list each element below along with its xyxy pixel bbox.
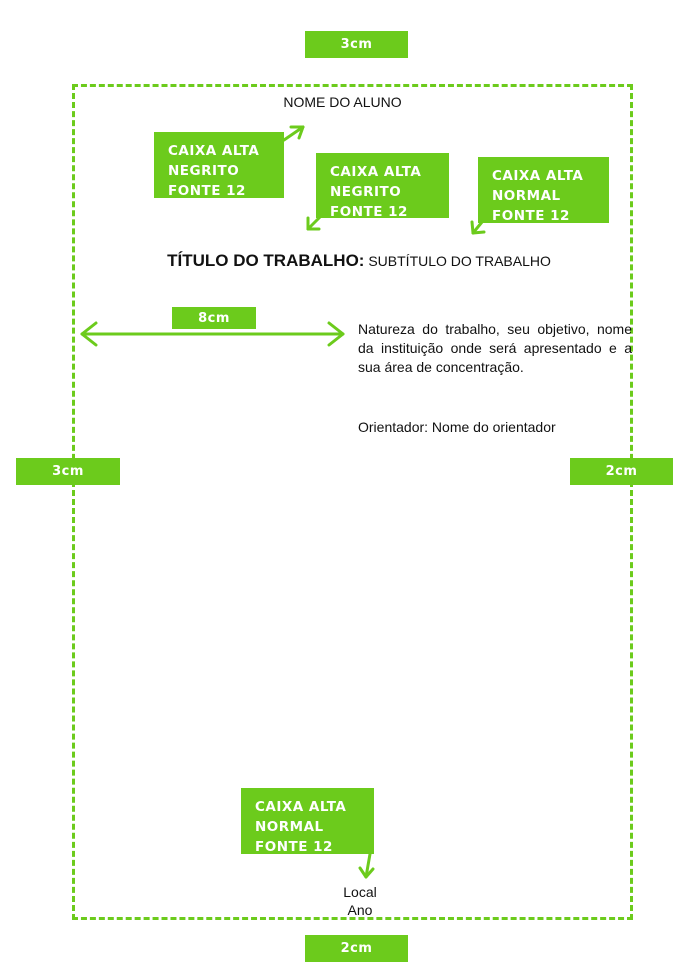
note-line: CAIXA ALTA xyxy=(492,168,584,184)
work-title: TÍTULO DO TRABALHO: xyxy=(167,251,365,270)
place-format-note: CAIXA ALTA NORMAL FONTE 12 xyxy=(241,788,374,855)
note-line: NEGRITO xyxy=(330,184,402,200)
left-margin-label: 3cm xyxy=(52,464,84,479)
right-margin-tag: 2cm xyxy=(570,458,673,485)
page-margin-frame xyxy=(72,84,633,920)
place-text: Local xyxy=(343,884,377,900)
top-margin-tag: 3cm xyxy=(305,31,408,58)
indent-double-arrow xyxy=(80,321,345,347)
student-note-arrow xyxy=(282,125,305,142)
nature-paragraph: Natureza do trabalho, seu objetivo, nome… xyxy=(358,321,632,375)
indent-label: 8cm xyxy=(198,310,230,326)
note-line: CAIXA ALTA xyxy=(255,799,347,815)
student-name: NOME DO ALUNO xyxy=(283,94,402,110)
left-margin-tag: 3cm xyxy=(16,458,120,485)
right-margin-label: 2cm xyxy=(605,464,638,479)
subtitle-note-arrow xyxy=(470,220,486,235)
note-line: CAIXA ALTA xyxy=(168,143,260,159)
title-format-note: CAIXA ALTA NEGRITO FONTE 12 xyxy=(316,153,449,220)
note-line: FONTE 12 xyxy=(330,204,408,220)
title-note-arrow xyxy=(306,215,322,231)
note-line: NORMAL xyxy=(492,188,561,204)
title-line: TÍTULO DO TRABALHO: SUBTÍTULO DO TRABALH… xyxy=(0,251,685,271)
note-line: CAIXA ALTA xyxy=(330,164,422,180)
indent-tag: 8cm xyxy=(172,307,256,329)
note-line: FONTE 12 xyxy=(492,208,570,224)
note-line: NORMAL xyxy=(255,819,324,835)
top-margin-label: 3cm xyxy=(340,37,373,52)
work-subtitle: SUBTÍTULO DO TRABALHO xyxy=(368,253,551,269)
note-line: FONTE 12 xyxy=(168,183,246,199)
subtitle-format-note: CAIXA ALTA NORMAL FONTE 12 xyxy=(478,157,609,224)
place-year-block: Local Ano xyxy=(310,883,410,919)
student-format-note: CAIXA ALTA NEGRITO FONTE 12 xyxy=(154,132,284,199)
note-line: NEGRITO xyxy=(168,163,240,179)
bottom-margin-label: 2cm xyxy=(340,941,373,956)
bottom-margin-tag: 2cm xyxy=(305,935,408,962)
place-note-arrow xyxy=(358,852,375,879)
advisor-line: Orientador: Nome do orientador xyxy=(358,419,556,435)
year-text: Ano xyxy=(347,902,373,918)
note-line: FONTE 12 xyxy=(255,839,333,855)
